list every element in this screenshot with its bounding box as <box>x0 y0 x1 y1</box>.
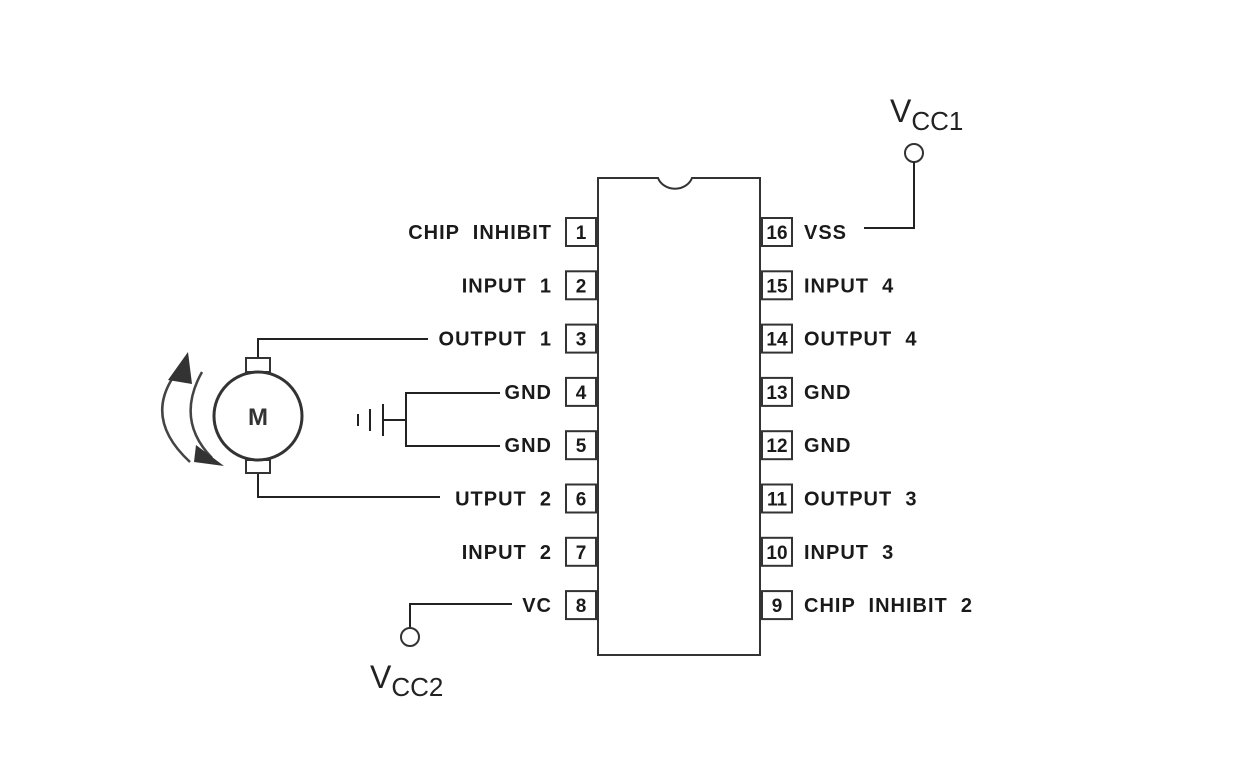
vcc2-label: VCC2 <box>370 659 443 702</box>
right-pin-14: 14 OUTPUT 4 <box>761 323 917 354</box>
pin-number: 15 <box>766 276 788 297</box>
pin-number: 2 <box>576 276 587 297</box>
vcc1-terminal <box>904 143 924 163</box>
rotation-arrow-up-icon <box>168 352 192 384</box>
pin-label: INPUT 1 <box>462 275 552 297</box>
pin-label: INPUT 2 <box>462 542 552 564</box>
right-pin-13: 13 GND <box>761 376 851 407</box>
pin-number: 8 <box>576 596 587 617</box>
pin-number: 14 <box>766 330 788 351</box>
pin-box <box>565 536 597 567</box>
pin-box <box>761 483 793 514</box>
pin-box <box>761 323 793 354</box>
left-pin-6: 6 UTPUT 2 <box>455 483 597 514</box>
left-pin-2: 2 INPUT 1 <box>462 270 597 301</box>
ground-symbol <box>357 392 500 447</box>
pin-number: 13 <box>766 383 787 404</box>
pin-box <box>565 217 597 247</box>
pin-number: 1 <box>576 223 587 244</box>
pin-label: VSS <box>804 222 847 244</box>
vcc2-main: V <box>370 659 392 695</box>
pin-number: 3 <box>576 330 587 351</box>
motor-wire-bottom <box>257 473 440 498</box>
motor-terminal-top <box>245 357 271 373</box>
pin-box <box>761 270 793 301</box>
pin-label: OUTPUT 1 <box>439 329 552 351</box>
motor-label: M <box>248 404 268 431</box>
left-pin-4: 4 GND <box>505 376 597 407</box>
pin-box <box>565 270 597 301</box>
vcc1-supply: VCC1 <box>864 93 963 229</box>
motor-terminal-bottom <box>245 459 271 474</box>
pin-box <box>761 376 793 407</box>
left-pin-5: 5 GND <box>505 430 597 461</box>
pin-label: GND <box>505 382 552 404</box>
pin-number: 9 <box>772 596 783 617</box>
dc-motor: M <box>160 338 440 498</box>
pin-box <box>565 430 597 461</box>
pin-number: 16 <box>766 223 787 244</box>
pin-box <box>565 590 597 621</box>
gnd-wire <box>405 392 500 447</box>
pin-number: 4 <box>576 383 587 404</box>
pin-label: INPUT 3 <box>804 542 894 564</box>
pin-number: 10 <box>766 543 787 564</box>
right-pin-15: 15 INPUT 4 <box>761 270 894 301</box>
vcc2-supply: VCC2 <box>370 603 512 702</box>
pin-label: GND <box>804 435 851 457</box>
vcc2-terminal <box>400 627 420 647</box>
pin-label: UTPUT 2 <box>455 489 552 511</box>
vcc1-subscript: CC1 <box>911 106 963 136</box>
pin-box <box>565 376 597 407</box>
right-pin-10: 10 INPUT 3 <box>761 536 894 567</box>
pin-label: OUTPUT 4 <box>804 329 917 351</box>
pin-label: GND <box>505 435 552 457</box>
left-pin-8: 8 VC <box>522 590 597 621</box>
pin-label: VC <box>522 595 552 617</box>
motor-body <box>212 370 304 462</box>
left-pin-1: 1 CHIP INHIBIT <box>408 217 597 247</box>
vcc2-wire <box>409 603 512 628</box>
pin-number: 5 <box>576 436 587 457</box>
vcc1-label: VCC1 <box>890 93 963 136</box>
pin-label: INPUT 4 <box>804 275 894 297</box>
rotation-arrow-down-icon <box>194 445 224 466</box>
pin-label: CHIP INHIBIT <box>408 222 552 244</box>
right-pin-11: 11 OUTPUT 3 <box>761 483 917 514</box>
right-pin-12: 12 GND <box>761 430 851 461</box>
motor-wire-top <box>257 338 428 358</box>
pin-box <box>761 536 793 567</box>
pin-number: 11 <box>767 490 788 511</box>
pin-box <box>761 430 793 461</box>
pin-label: OUTPUT 3 <box>804 489 917 511</box>
pin-label: CHIP INHIBIT 2 <box>804 595 973 617</box>
right-pin-16: 16 VSS <box>761 217 847 247</box>
left-pin-7: 7 INPUT 2 <box>462 536 597 567</box>
pin-number: 6 <box>576 490 587 511</box>
pin-number: 12 <box>766 436 787 457</box>
ic-body <box>597 177 761 656</box>
vcc2-subscript: CC2 <box>391 672 443 702</box>
left-pin-3: 3 OUTPUT 1 <box>439 323 597 354</box>
pin-box <box>761 590 793 621</box>
vcc1-main: V <box>890 93 912 129</box>
pin-box <box>761 217 793 247</box>
pin-label: GND <box>804 382 851 404</box>
rotation-arc-inner <box>189 371 213 459</box>
vcc1-wire <box>864 162 915 229</box>
pin-number: 7 <box>576 543 587 564</box>
pin-box <box>565 323 597 354</box>
pin-box <box>565 483 597 514</box>
right-pin-9: 9 CHIP INHIBIT 2 <box>761 590 973 621</box>
